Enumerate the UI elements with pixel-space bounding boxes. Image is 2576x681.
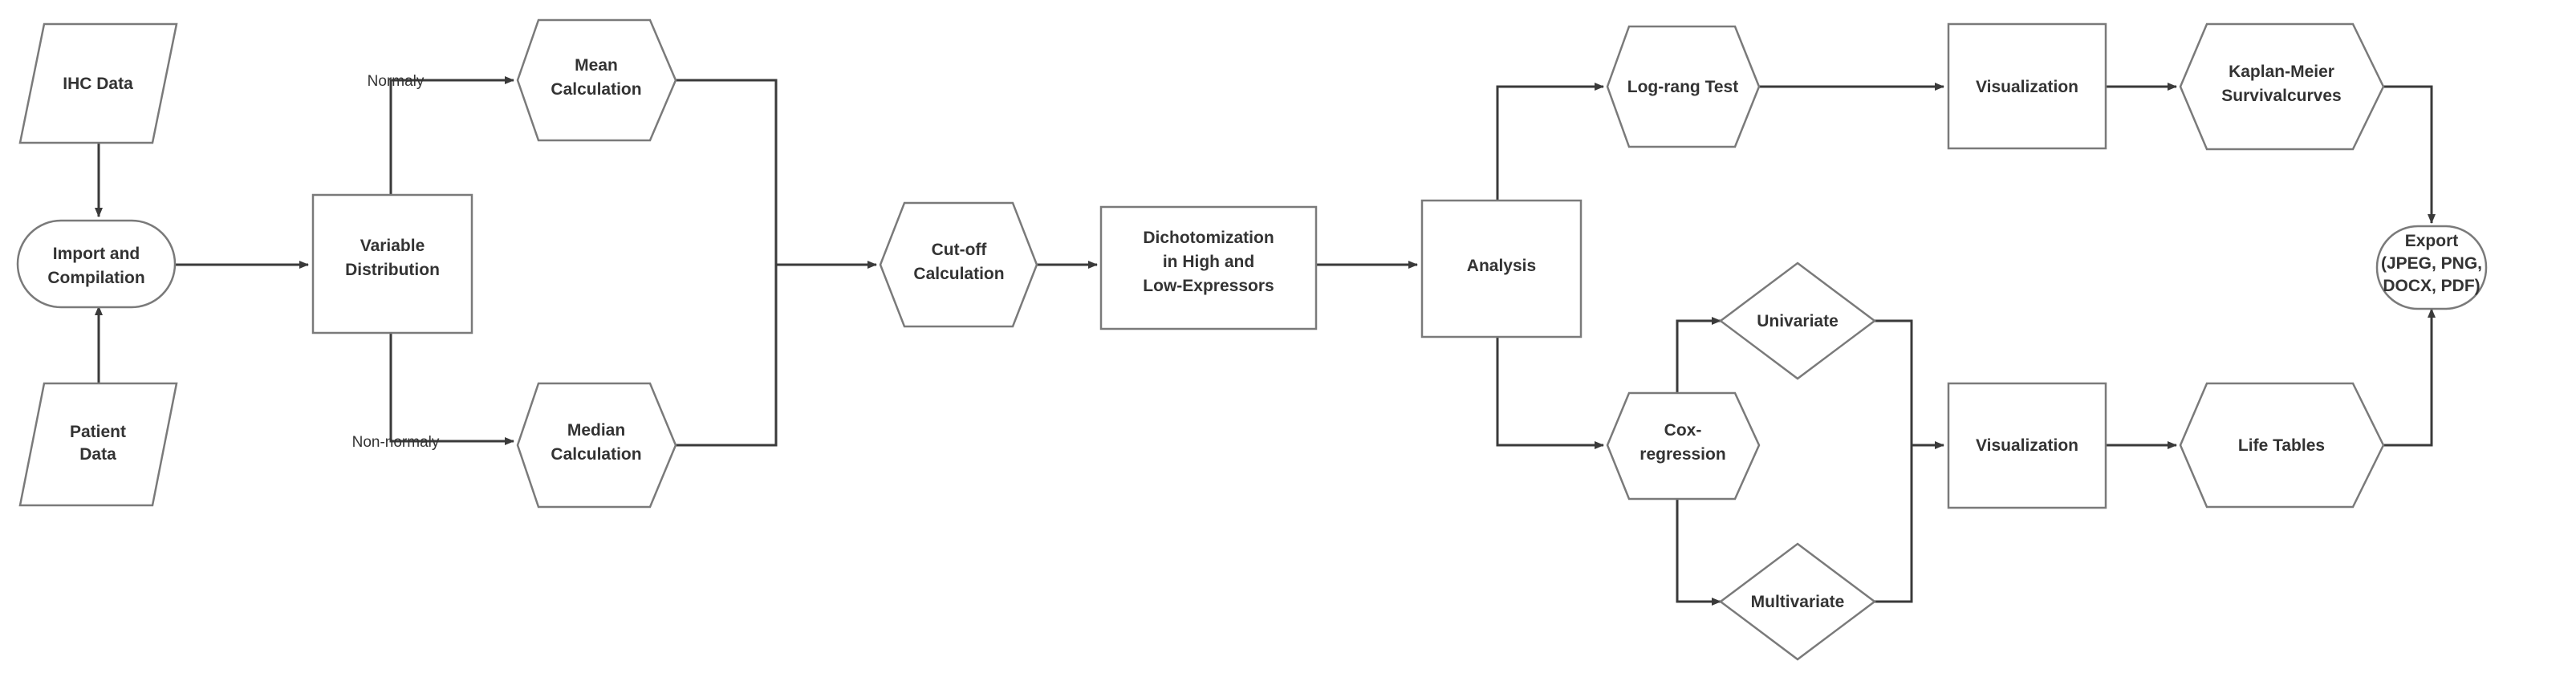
- node-label: Life Tables: [2238, 436, 2325, 455]
- node-label: Analysis: [1467, 257, 1536, 275]
- node-label: Distribution: [345, 261, 440, 279]
- node-label: DOCX, PDF): [2383, 277, 2480, 295]
- node-label: Mean: [575, 56, 618, 75]
- edge-cox-to-univariate: [1676, 317, 1721, 393]
- node-cutoff-calculation: Cut-off Calculation: [879, 201, 1038, 328]
- node-import-compilation: Import and Compilation: [16, 219, 177, 309]
- node-label: Low-Expressors: [1143, 277, 1274, 295]
- node-life-tables: Life Tables: [2179, 382, 2385, 509]
- edge-mean-median-bracket: [676, 79, 778, 447]
- node-label: Patient: [70, 423, 126, 441]
- node-kaplan-meier: Kaplan-Meier Survivalcurves: [2179, 22, 2385, 151]
- connectors: [95, 76, 2436, 606]
- node-label: regression: [1639, 445, 1725, 464]
- node-label: Calculation: [551, 445, 641, 464]
- edge-label-non-normaly: Non-normaly: [352, 434, 440, 451]
- edge-kaplan-to-export: [2383, 85, 2436, 224]
- node-label: Visualization: [1976, 78, 2078, 96]
- node-label: Compilation: [47, 269, 144, 287]
- node-univariate: Univariate: [1718, 261, 1877, 380]
- node-label: in High and: [1163, 253, 1254, 271]
- node-analysis: Analysis: [1420, 199, 1583, 338]
- node-mean-calculation: Mean Calculation: [516, 18, 677, 142]
- node-visualization-top: Visualization: [1947, 22, 2107, 150]
- node-visualization-bottom: Visualization: [1947, 382, 2107, 509]
- edge-variable-to-mean: [389, 76, 514, 195]
- node-label: Import and: [53, 245, 140, 263]
- edge-analysis-to-cox: [1496, 337, 1604, 449]
- node-cox-regression: Cox- regression: [1606, 391, 1761, 501]
- node-log-rank-test: Log-rang Test: [1606, 25, 1761, 148]
- node-multivariate: Multivariate: [1718, 542, 1877, 661]
- edge-analysis-to-logrank: [1496, 83, 1604, 201]
- node-label: Cox-: [1664, 421, 1702, 440]
- node-label: Dichotomization: [1143, 229, 1274, 247]
- node-dichotomization: Dichotomization in High and Low-Expresso…: [1099, 205, 1318, 330]
- edge-lifetables-to-export: [2383, 308, 2436, 447]
- node-export: Export (JPEG, PNG, DOCX, PDF): [2375, 225, 2488, 310]
- edge-label-normaly: Normaly: [368, 73, 425, 90]
- node-label: Univariate: [1757, 312, 1839, 330]
- node-label: Kaplan-Meier: [2229, 63, 2334, 81]
- node-label: Calculation: [551, 80, 641, 99]
- node-label: Multivariate: [1751, 593, 1845, 611]
- node-label: Data: [79, 445, 116, 464]
- node-label: Cut-off: [932, 241, 988, 259]
- node-variable-distribution: Variable Distribution: [311, 193, 473, 334]
- node-label: Visualization: [1976, 436, 2078, 455]
- node-label: Survivalcurves: [2221, 87, 2341, 105]
- node-label: Median: [567, 421, 625, 440]
- node-label: (JPEG, PNG,: [2381, 254, 2482, 273]
- node-label: Log-rang Test: [1627, 78, 1738, 96]
- node-label: Export: [2405, 232, 2459, 250]
- edge-cox-to-multivariate: [1676, 499, 1721, 606]
- node-label: IHC Data: [63, 75, 133, 93]
- node-ihc-data: IHC Data: [18, 22, 178, 144]
- node-median-calculation: Median Calculation: [516, 382, 677, 509]
- node-patient-data: Patient Data: [18, 382, 178, 507]
- edge-variable-to-median: [389, 333, 514, 445]
- node-label: Calculation: [913, 265, 1004, 283]
- edge-uni-multi-bracket: [1875, 319, 1913, 603]
- node-label: Variable: [360, 237, 425, 255]
